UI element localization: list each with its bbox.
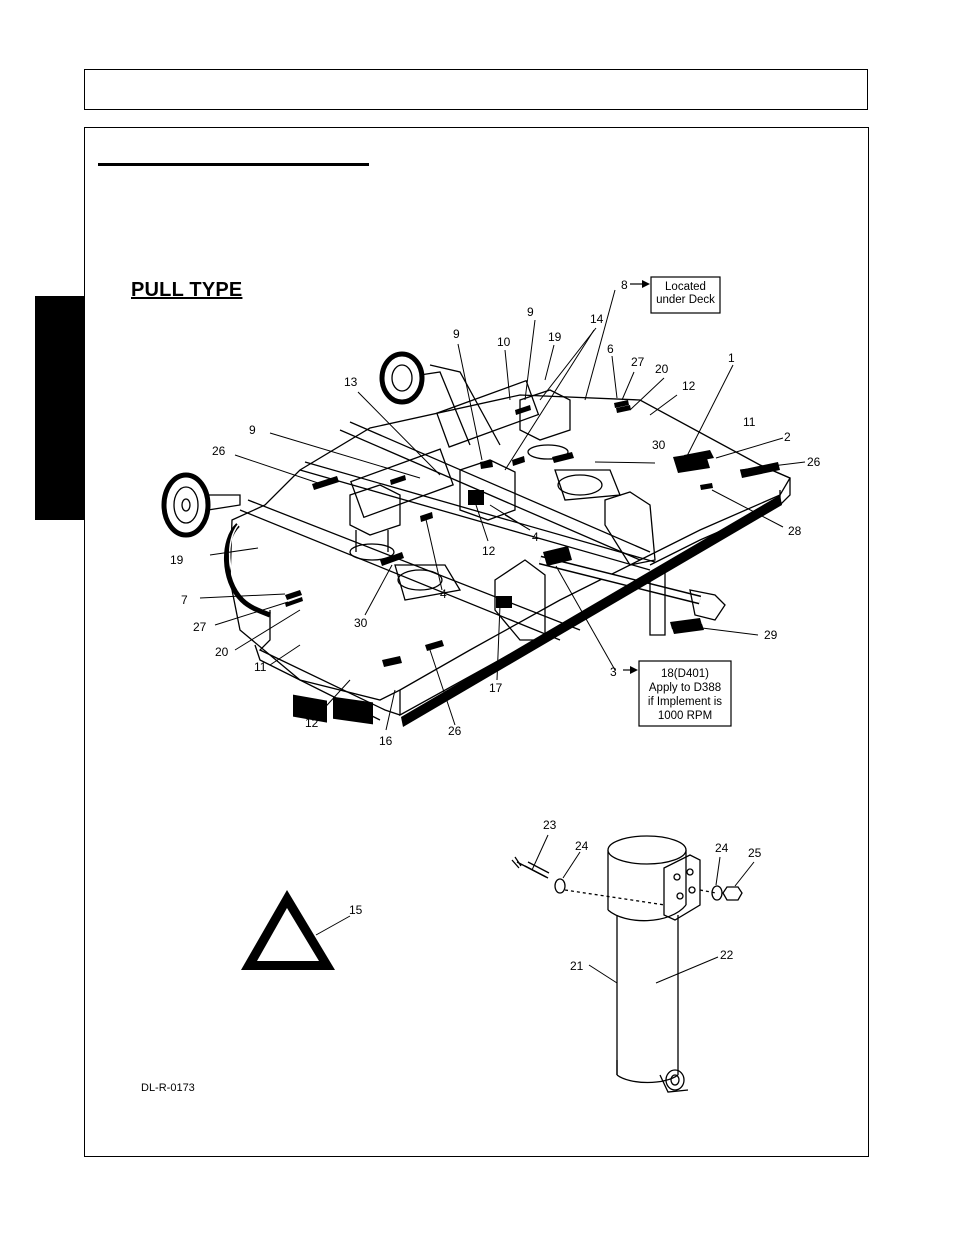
label-9: 9: [453, 327, 460, 341]
label-20: 20: [655, 362, 669, 376]
label-12: 12: [305, 716, 319, 730]
callout-line: Located: [665, 281, 706, 293]
callout-rpm-note: 18(D401) Apply to D388 if Implement is 1…: [639, 661, 731, 726]
label-27: 27: [631, 355, 645, 369]
label-4: 4: [440, 587, 447, 601]
jack-stand-illustration: [512, 835, 754, 1092]
label-3: 3: [610, 665, 617, 679]
label-26: 26: [448, 724, 462, 738]
label-1: 1: [728, 351, 735, 365]
label-26: 26: [807, 455, 821, 469]
label-30: 30: [354, 616, 368, 630]
label-29: 29: [764, 628, 778, 642]
label-14: 14: [590, 312, 604, 326]
label-23: 23: [543, 818, 557, 832]
label-6: 6: [607, 342, 614, 356]
label-30: 30: [652, 438, 666, 452]
label-11: 11: [743, 415, 756, 429]
callout-line: Apply to D388: [649, 682, 721, 694]
callout-line: 18(D401): [661, 668, 709, 680]
label-25: 25: [748, 846, 762, 860]
label-28: 28: [788, 524, 802, 538]
label-7: 7: [181, 593, 188, 607]
callout-8-arrow: [623, 280, 650, 674]
label-2: 2: [784, 430, 791, 444]
callout-line: if Implement is: [648, 696, 722, 708]
label-27: 27: [193, 620, 207, 634]
callout-located-under-deck: Located under Deck: [651, 277, 720, 313]
label-11: 11: [254, 660, 267, 674]
part-numbers: 8 9 14 9 10 19 6 1 27 20 13 12 11 9 2 30…: [170, 278, 821, 973]
label-12: 12: [482, 544, 496, 558]
smv-emblem: [241, 890, 350, 970]
label-20: 20: [215, 645, 229, 659]
label-22: 22: [720, 948, 734, 962]
label-16: 16: [379, 734, 393, 748]
label-21: 21: [570, 959, 584, 973]
label-8: 8: [621, 278, 628, 292]
label-24: 24: [575, 839, 589, 853]
label-13: 13: [344, 375, 358, 389]
callout-line: under Deck: [656, 294, 715, 306]
label-4: 4: [532, 530, 539, 544]
label-24: 24: [715, 841, 729, 855]
label-9: 9: [249, 423, 256, 437]
label-26: 26: [212, 444, 226, 458]
label-10: 10: [497, 335, 511, 349]
label-19: 19: [548, 330, 562, 344]
label-17: 17: [489, 681, 503, 695]
label-12: 12: [682, 379, 696, 393]
callout-line: 1000 RPM: [658, 710, 712, 722]
label-9: 9: [527, 305, 534, 319]
label-15: 15: [349, 903, 363, 917]
label-19: 19: [170, 553, 184, 567]
